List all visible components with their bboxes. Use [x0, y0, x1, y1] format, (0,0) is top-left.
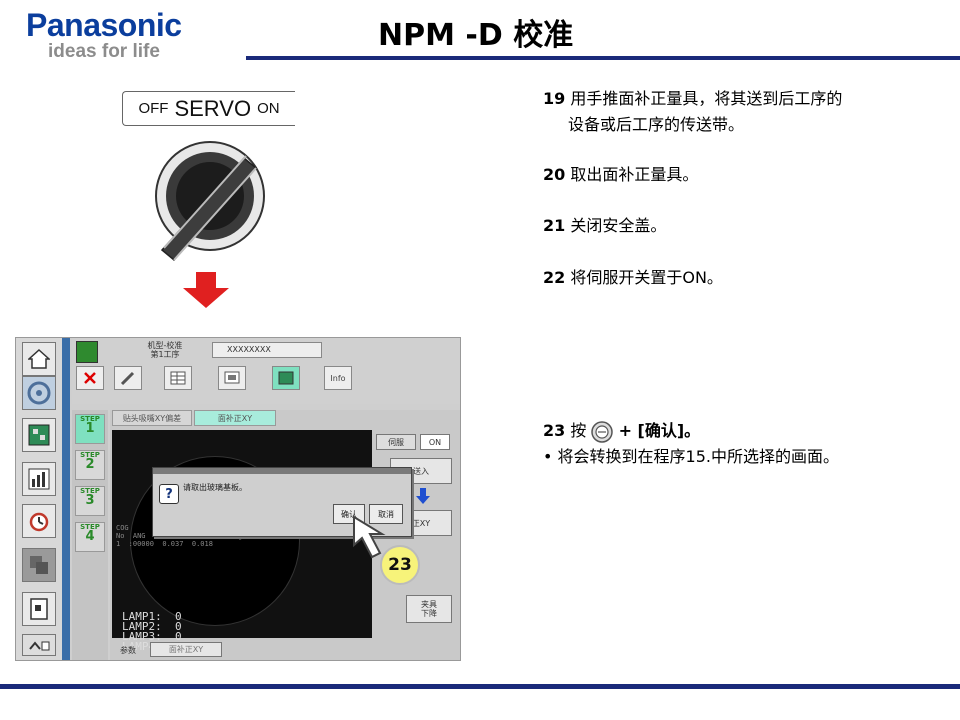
- logo-tagline: ideas for life: [48, 41, 160, 62]
- step-22-number: 22: [543, 268, 566, 287]
- dialog-cancel-button[interactable]: 取消: [369, 504, 403, 524]
- machine-status-icon: [76, 341, 98, 363]
- table-icon[interactable]: [164, 366, 192, 390]
- fan-icon[interactable]: [22, 376, 56, 410]
- step-23-number: 23: [543, 421, 566, 440]
- servo-tag: 伺服: [376, 434, 416, 450]
- layer-icon[interactable]: [22, 548, 56, 582]
- servo-name-label: SERVO: [174, 95, 252, 121]
- servo-on-label: ON: [257, 100, 280, 117]
- screen-toolbar: 机型-校准 第1工序 XXXXXXXX Info R F: [72, 338, 460, 404]
- instruction-19: 19 用手推面补正量具，将其送到后工序的 设备或后工序的传送带。: [543, 86, 842, 138]
- scroll-up-icon[interactable]: [22, 634, 56, 656]
- instruction-21: 21 关闭安全盖。: [543, 213, 666, 239]
- title-divider: [246, 56, 960, 60]
- monitor-icon[interactable]: [218, 366, 246, 390]
- logo-brand: Panasonic: [26, 7, 182, 43]
- info-button[interactable]: Info: [324, 366, 352, 390]
- servo-knob-icon: [155, 141, 265, 262]
- bottom-divider: [0, 684, 960, 689]
- step-19-text-cont: 设备或后工序的传送带。: [568, 115, 745, 134]
- servo-off-label: OFF: [138, 100, 169, 117]
- model-step-label: 机型-校准 第1工序: [147, 341, 183, 359]
- tab-surface-xy[interactable]: 面补正XY: [194, 410, 276, 426]
- blue-down-arrow-icon: [416, 488, 430, 504]
- door-icon[interactable]: [22, 592, 56, 626]
- wrench-icon[interactable]: [114, 366, 142, 390]
- dialog-titlebar: [153, 468, 411, 474]
- slide-title: NPM -D 校准: [378, 18, 574, 53]
- file-name-box: XXXXXXXX: [212, 342, 322, 358]
- servo-state-indicator: ON: [420, 434, 450, 450]
- instruction-23: 23 按 + [确认]。 • 将会转换到在程序15.中所选择的画面。: [543, 418, 839, 470]
- tab-nozzle-xy[interactable]: 贴头吸嘴XY偏差: [112, 410, 192, 426]
- step-19-text: 用手推面补正量具，将其送到后工序的: [570, 89, 843, 108]
- instruction-20: 20 取出面补正量具。: [543, 162, 698, 188]
- step-21-number: 21: [543, 216, 566, 235]
- params-row: 参数 面补正XY: [112, 642, 458, 658]
- instruction-22: 22 将伺服开关置于ON。: [543, 265, 723, 291]
- calibration-icon[interactable]: [272, 366, 300, 390]
- fixture-down-button[interactable]: 夹具 下降: [406, 595, 452, 623]
- step-23-callout: 23: [380, 545, 420, 585]
- step-23-bullet: • 将会转换到在程序15.中所选择的画面。: [543, 447, 839, 466]
- step-22-text: 将伺服开关置于ON。: [570, 268, 723, 287]
- params-label: 参数: [120, 646, 136, 655]
- home-icon[interactable]: [22, 342, 56, 376]
- step-23-confirm: + [确认]。: [618, 421, 701, 440]
- step-20-number: 20: [543, 165, 566, 184]
- pointer-arrow-icon: [353, 515, 386, 559]
- board-icon[interactable]: [22, 418, 56, 452]
- down-arrow-icon: [183, 272, 229, 308]
- step-20-text: 取出面补正量具。: [570, 165, 699, 184]
- question-icon: ?: [159, 484, 179, 504]
- step-19-number: 19: [543, 89, 566, 108]
- params-button[interactable]: 面补正XY: [150, 642, 222, 657]
- ok-button-icon: [591, 420, 614, 443]
- chart-icon[interactable]: [22, 462, 56, 496]
- panasonic-logo: Panasonic ideas for life: [26, 8, 182, 62]
- step-23-press: 按: [570, 421, 587, 440]
- sidebar-strip: [62, 338, 70, 660]
- cancel-tool-icon[interactable]: [76, 366, 104, 390]
- screen-sidebar: [16, 338, 64, 660]
- dialog-message: 请取出玻璃基板。: [183, 483, 247, 492]
- alarm-clock-icon[interactable]: [22, 504, 56, 538]
- servo-switch-label: OFF SERVO ON: [122, 91, 295, 126]
- step-21-text: 关闭安全盖。: [570, 216, 667, 235]
